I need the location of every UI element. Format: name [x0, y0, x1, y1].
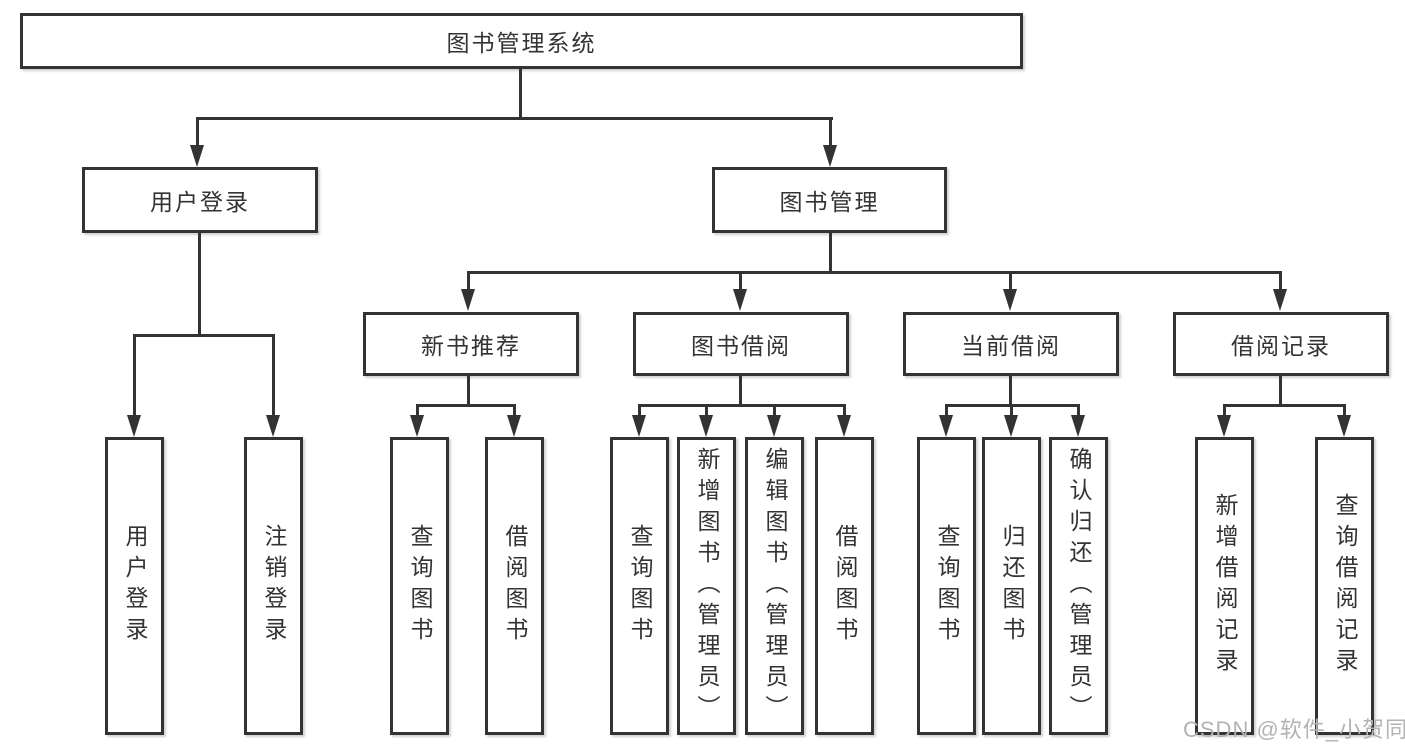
connector-mgmt-stem: [829, 233, 832, 274]
arrow-down-icon: [461, 289, 475, 311]
leaf-add-books-admin: 新增图书（管理员）: [677, 437, 736, 735]
connector-drop: [843, 404, 846, 416]
connector-drop: [705, 404, 708, 416]
arrow-down-icon: [1273, 289, 1287, 311]
node-book-borrowing: 图书借阅: [633, 312, 849, 376]
node-current-borrowing: 当前借阅: [903, 312, 1119, 376]
connector-drop: [513, 404, 516, 416]
leaf-borrow-books-2: 借阅图书: [815, 437, 874, 735]
connector-login-stem: [198, 233, 201, 337]
connector-root-bar: [196, 117, 833, 120]
connector-stem: [739, 376, 742, 407]
arrow-down-icon: [190, 145, 204, 167]
connector-drop: [1223, 404, 1226, 416]
connector-drop: [1279, 271, 1282, 289]
arrow-down-icon: [823, 145, 837, 167]
connector-drop: [1343, 404, 1346, 416]
connector-drop: [467, 271, 470, 289]
connector-drop: [739, 271, 742, 289]
connector-drop: [1010, 404, 1013, 416]
connector-drop: [829, 117, 832, 147]
arrow-down-icon: [1217, 415, 1231, 437]
connector-bar: [1223, 404, 1346, 407]
arrow-down-icon: [127, 415, 141, 437]
connector-stem: [1009, 376, 1012, 407]
connector-drop: [945, 404, 948, 416]
leaf-confirm-return-admin: 确认归还（管理员）: [1049, 437, 1108, 735]
arrow-down-icon: [699, 415, 713, 437]
leaf-edit-books-admin: 编辑图书（管理员）: [745, 437, 804, 735]
arrow-down-icon: [1004, 415, 1018, 437]
connector-drop: [272, 334, 275, 415]
leaf-borrow-books-1: 借阅图书: [485, 437, 544, 735]
connector-mgmt-bar: [467, 271, 1282, 274]
connector-login-bar: [133, 334, 275, 337]
connector-drop: [1077, 404, 1080, 416]
node-root: 图书管理系统: [20, 13, 1023, 69]
connector-drop: [196, 117, 199, 147]
node-borrow-records: 借阅记录: [1173, 312, 1389, 376]
node-user-login: 用户登录: [82, 167, 318, 233]
arrow-down-icon: [266, 415, 280, 437]
node-book-management: 图书管理: [712, 167, 947, 233]
leaf-query-books-2: 查询图书: [610, 437, 669, 735]
leaf-query-books-1: 查询图书: [390, 437, 449, 735]
arrow-down-icon: [733, 289, 747, 311]
leaf-query-books-3: 查询图书: [917, 437, 976, 735]
node-new-book-recommend: 新书推荐: [363, 312, 579, 376]
leaf-query-borrow-record: 查询借阅记录: [1315, 437, 1374, 735]
connector-drop: [773, 404, 776, 416]
connector-bar: [638, 404, 846, 407]
arrow-down-icon: [632, 415, 646, 437]
csdn-watermark: CSDN @软件_小贺同学: [1183, 717, 1405, 742]
arrow-down-icon: [1071, 415, 1085, 437]
connector-stem: [1279, 376, 1282, 407]
connector-bar: [416, 404, 516, 407]
arrow-down-icon: [410, 415, 424, 437]
connector-drop: [638, 404, 641, 416]
connector-drop: [133, 334, 136, 415]
arrow-down-icon: [507, 415, 521, 437]
arrow-down-icon: [1003, 289, 1017, 311]
leaf-user-login: 用户登录: [105, 437, 164, 735]
arrow-down-icon: [767, 415, 781, 437]
connector-drop: [416, 404, 419, 416]
leaf-return-books: 归还图书: [982, 437, 1041, 735]
connector-drop: [1009, 271, 1012, 289]
connector-root-stem: [519, 68, 522, 120]
connector-stem: [467, 376, 470, 407]
arrow-down-icon: [939, 415, 953, 437]
arrow-down-icon: [1337, 415, 1351, 437]
leaf-logout: 注销登录: [244, 437, 303, 735]
leaf-add-borrow-record: 新增借阅记录: [1195, 437, 1254, 735]
arrow-down-icon: [837, 415, 851, 437]
